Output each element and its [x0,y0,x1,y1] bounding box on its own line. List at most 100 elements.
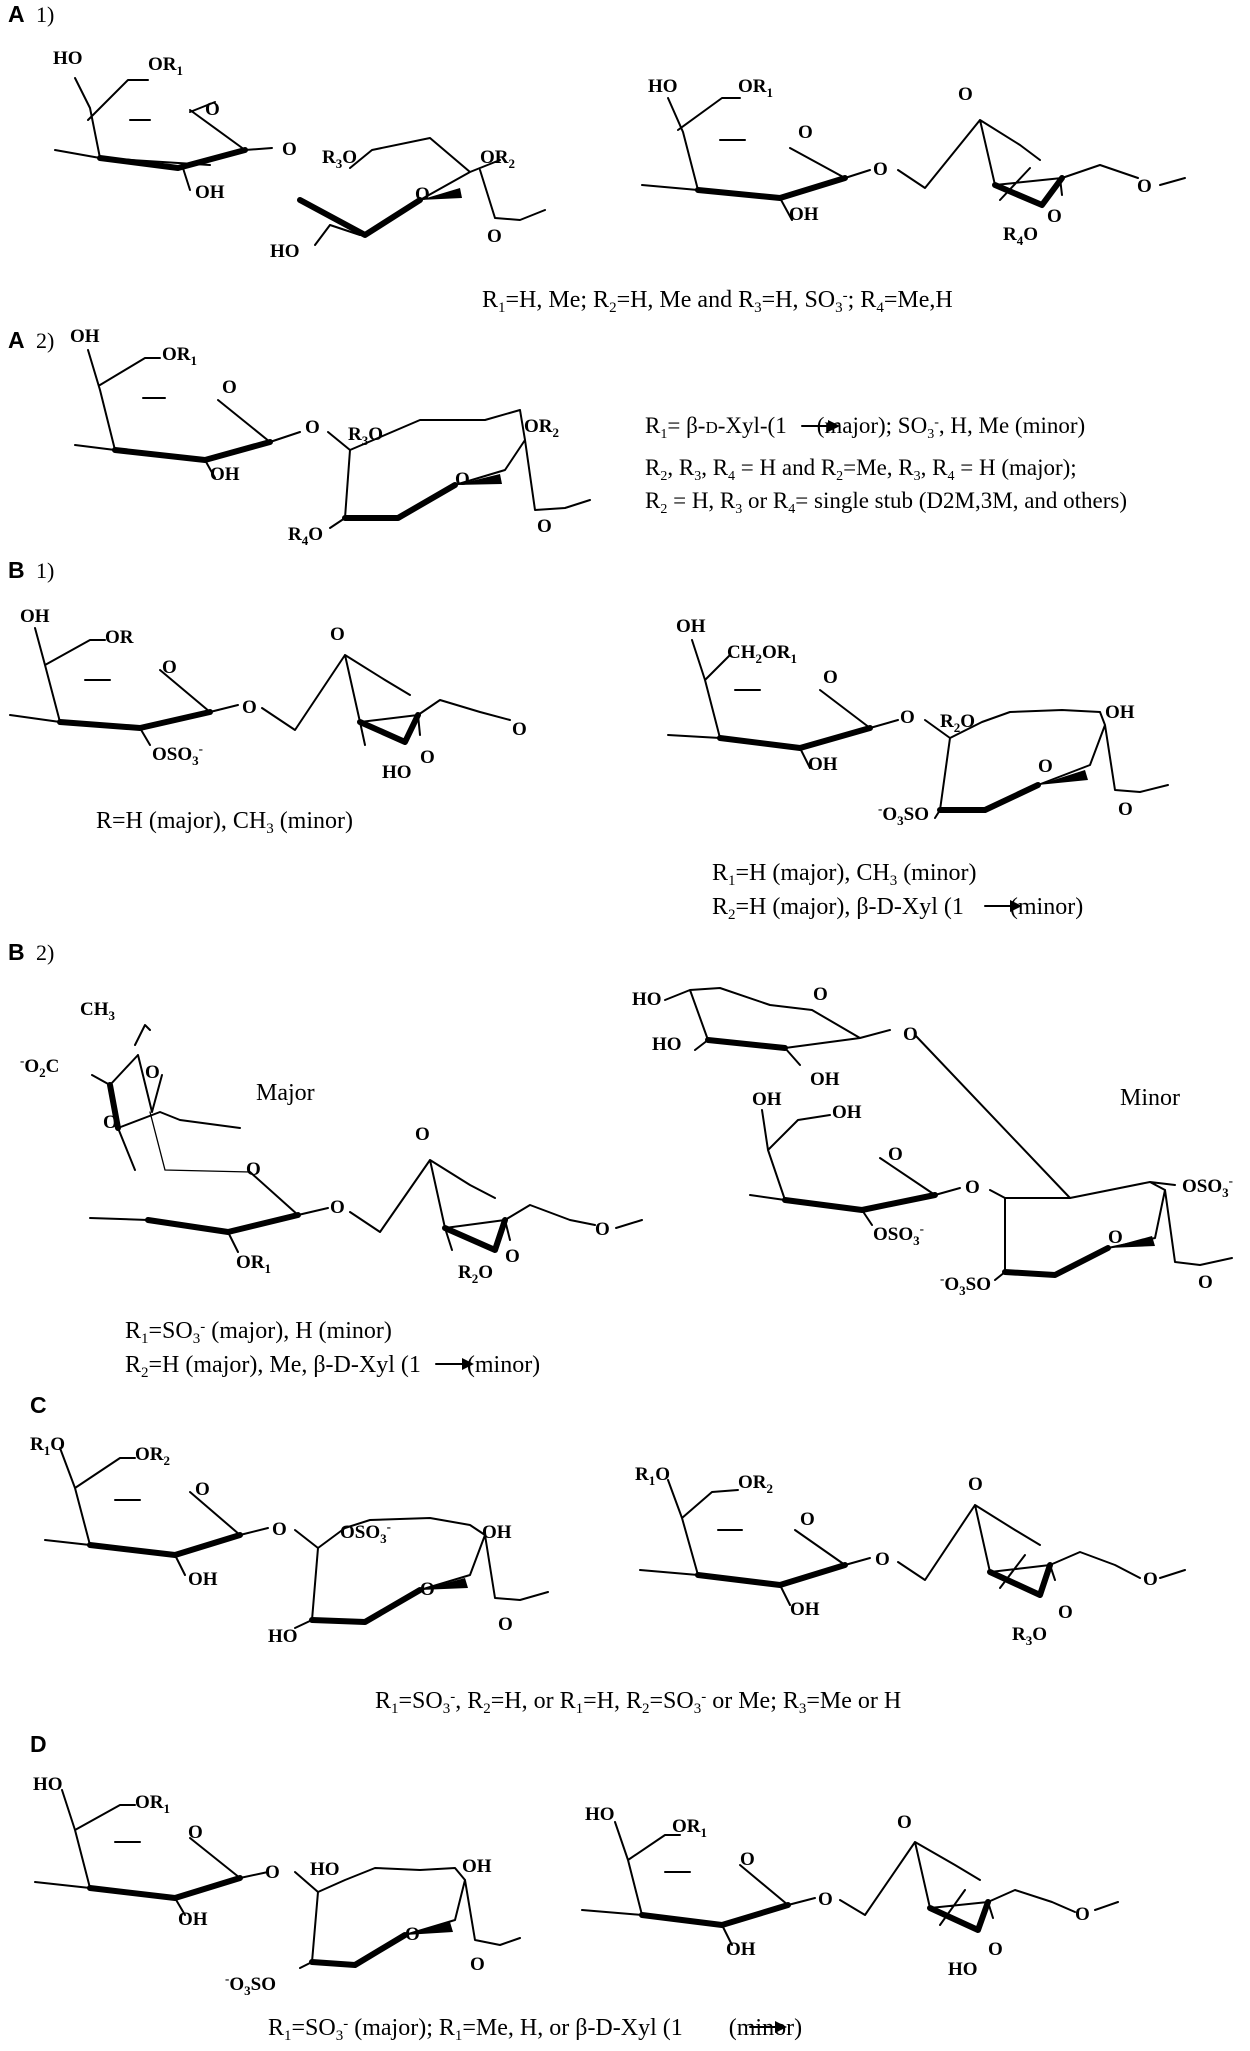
c-right-or2: OR2 [738,1472,773,1496]
c-left-oso3: OSO3- [340,1519,391,1546]
d-left-oh: OH [178,1909,208,1930]
c-left-link-o: O [272,1519,287,1540]
b1-right-ch2or1: CH2OR1 [727,642,797,666]
b2-right-wedge [1108,1236,1155,1248]
a1-left-or1: OR1 [148,54,183,78]
d-left-disaccharide: HO OR1 O O OH HO OH O -O3SO O [33,1774,521,1998]
a1-right-end-bond [1159,177,1186,186]
b2-left-ring2-bonds [349,1159,596,1251]
c-left-wedge [420,1578,468,1590]
b2-left-o-a: O [145,1062,160,1083]
c-right-oh: OH [790,1599,820,1620]
b2-right-xyl-link-o: O [903,1024,918,1045]
b2-right-link-o: O [965,1177,980,1198]
a1-right-disaccharide: HO OR1 O O OH O O R4O O [641,76,1186,248]
b2-left-r2o: R2O [458,1262,493,1286]
a1-left-ring2-bonds [181,101,546,246]
d-right-ring2-o: O [988,1939,1003,1960]
b2-left-ring1-thin-edge [149,1111,251,1173]
panel-index: 1) [36,558,54,583]
a2-note-line2: R2, R3, R4 = H and R2=Me, R3, R4 = H (ma… [645,455,1077,484]
d-right-end-o: O [1075,1904,1090,1925]
c-left-disaccharide: R1O OR2 O O OH OSO3- OH O HO O [30,1434,549,1647]
panel-index: 2) [36,940,54,965]
c-right-disaccharide: R1O OR2 O O OH O O R3O O [635,1464,1186,1648]
b1-right-o3so: -O3SO [878,801,929,828]
b1-right-ring2-o: O [1038,756,1053,777]
d-caption: R1=SO3- (major); R1=Me, H, or β-D-Xyl (1… [268,2015,802,2044]
b2-right-oh2: OH [832,1102,862,1123]
a2-r4o: R4O [288,524,323,548]
d-left-end-o: O [470,1954,485,1975]
c-left-ring1-bold-edge [87,1532,243,1558]
b1-left-bridge-o: O [330,624,345,645]
b2-right-xyl-bold-edge [705,1037,788,1051]
a2-disaccharide: OH OR1 O O OH R3O OR2 O R4O O [70,326,591,548]
b2-right-gal-bold-edge [782,1192,938,1213]
a1-left-ho2: HO [270,241,300,262]
c-right-link-o: O [875,1549,890,1570]
c-right-ring1-bold-edge [695,1562,848,1588]
a1-left-disaccharide: HO OR1 O O OH R3O OR2 O HO O [53,48,546,262]
a1-left-link-o: O [282,139,297,160]
b1-left-ring1-bold-edge [57,709,213,731]
b1-left-ho: HO [382,762,412,783]
b2-caption2: R2=H (major), Me, β-D-Xyl (1(minor) [125,1352,540,1381]
b2-left-ch3: CH3 [80,999,116,1023]
b2-right-minor: Minor [1120,1085,1180,1111]
panel-index: 2) [36,328,54,353]
b2-right-ho2: HO [652,1034,682,1055]
a1-left-ring2-o: O [415,184,430,205]
d-left-ho: HO [33,1774,63,1795]
b2-left-link-o: O [330,1197,345,1218]
panel-c: C R1O OR2 O O OH OSO3- OH O HO O R1O OR2… [30,1392,1186,1717]
c-left-ring1-bonds [44,1447,269,1576]
b1-right-wedge [1038,770,1088,785]
a1-right-end-o: O [1137,176,1152,197]
d-right-disaccharide: HO OR1 O O OH O O HO O [581,1804,1119,1980]
a1-right-or1: OR1 [738,76,773,100]
a1-right-ring2-bold-edge [992,175,1065,208]
b2-right-ring2-bold-edge [1002,1245,1111,1278]
panel-label: D [30,1731,47,1757]
b2-left-ring2-bold-edge [442,1217,508,1253]
c-right-ring-o: O [800,1509,815,1530]
d-right-ring2-bold-edge [927,1899,991,1933]
c-caption: R1=SO3-, R2=H, or R1=H, R2=SO3- or Me; R… [375,1688,901,1717]
b1-left-end-o: O [512,719,527,740]
b1-left-ring2-bold-edge [357,712,421,745]
a1-right-ring-o: O [798,122,813,143]
c-left-or2: OR2 [135,1444,170,1468]
c-left-oh: OH [188,1569,218,1590]
a1-left-or2: OR2 [480,147,515,171]
d-right-or1: OR1 [672,1816,707,1840]
d-right-link-o: O [818,1889,833,1910]
b1-right-end-o: O [1118,799,1133,820]
b2-left-ring1-bold-edge [145,1212,301,1235]
a1-right-bridge-o: O [958,84,973,105]
panel-label: A [8,1,25,27]
panel-b1: B 1) OH OR O O OSO3- O HO O O R=H (major… [8,557,1169,923]
b1-right-caption2: R2=H (major), β-D-Xyl (1(minor) [712,894,1083,923]
a2-note-line3: R2 = H, R3 or R4= single stub (D2M,3M, a… [645,488,1127,517]
d-left-or1: OR1 [135,1792,170,1816]
b1-left-link-o: O [242,697,257,718]
a2-note-line1: R1= β-D-Xyl-(1(major); SO3-, H, Me (mino… [645,413,1085,442]
d-left-link-o: O [265,1862,280,1883]
b1-right-oh2: OH [808,754,838,775]
c-left-ring2-bold-edge [309,1587,423,1625]
a2-oh2: OH [210,464,240,485]
b2-left-ring-o: O [246,1159,261,1180]
a1-caption: R1=H, Me; R2=H, Me and R3=H, SO3-; R4=Me… [482,287,953,316]
a1-right-ring1-bonds [641,97,871,221]
b1-left-ring2-o: O [420,747,435,768]
d-left-ring2-bold-edge [309,1932,408,1968]
a1-right-ring2-o: O [1047,206,1062,227]
a1-right-oh: OH [789,204,819,225]
b1-left-oso3: OSO3- [152,741,203,768]
c-left-ho: HO [268,1626,298,1647]
a1-left-ring-o: O [205,99,220,120]
b1-right-ring1-bold-edge [717,725,873,751]
c-right-r1o: R1O [635,1464,670,1488]
b2-left-end-bond [615,1219,643,1229]
